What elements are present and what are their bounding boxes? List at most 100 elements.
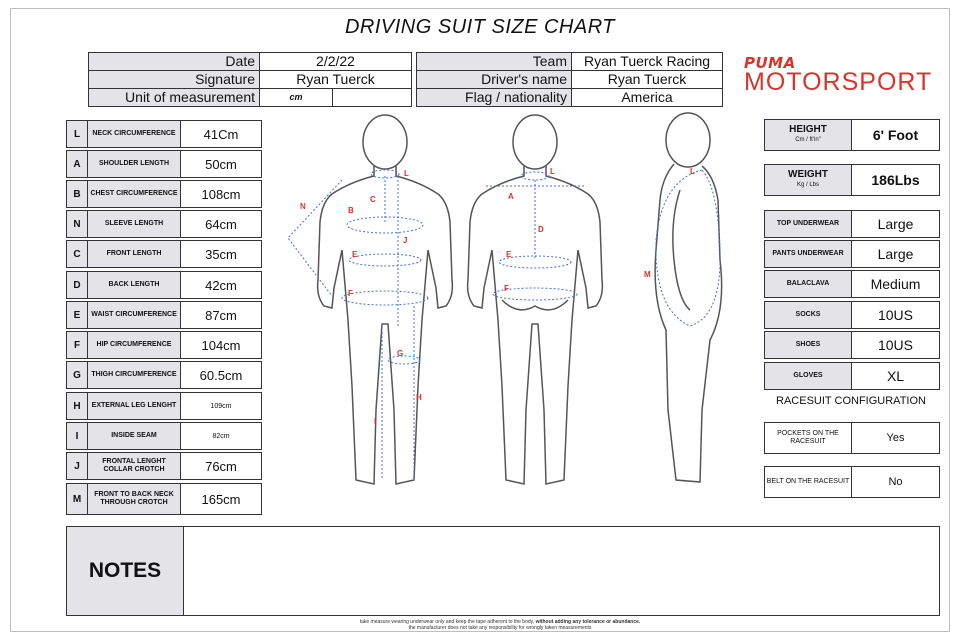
label-F-front: F [348, 289, 353, 298]
top-underwear-label: TOP UNDERWEAR [765, 211, 852, 237]
measure-name: FRONTAL LENGHT COLLAR CROTCH [88, 453, 181, 479]
measure-value: 109cm [210, 402, 232, 410]
shoes-row: SHOES 10US [764, 331, 940, 359]
measure-code: F [67, 332, 88, 358]
socks-row: SOCKS 10US [764, 301, 940, 329]
measure-code: C [67, 241, 88, 267]
top-underwear-value: Large [877, 216, 914, 232]
weight-label-cell: WEIGHT Kg / Lbs [765, 165, 852, 195]
weight-value: 186Lbs [871, 172, 920, 188]
body-figures: L N B C J E F G H I L A D E F L M [287, 112, 723, 485]
measure-value: 87cm [205, 307, 237, 323]
unit-value: cm [259, 88, 333, 107]
label-G: G [397, 349, 403, 358]
unit-extra [332, 88, 412, 107]
flag-value: America [571, 88, 723, 107]
measure-name: BACK LENGTH [88, 272, 181, 298]
measure-name: WAIST CIRCUMFERENCE [88, 302, 181, 328]
shoes-label: SHOES [765, 332, 852, 358]
label-E-back: E [506, 250, 512, 259]
measure-code: J [67, 453, 88, 479]
measure-code: A [67, 151, 88, 177]
front-measure-lines [287, 169, 429, 480]
measure-code: D [67, 272, 88, 298]
measure-value: 104cm [201, 337, 241, 353]
label-H: H [416, 393, 422, 402]
footer-disclaimer: take measure wearing underwear only and … [200, 619, 800, 631]
racesuit-config-title: RACESUIT CONFIGURATION [776, 395, 926, 407]
label-D: D [538, 225, 544, 234]
measure-value: 42cm [205, 277, 237, 293]
date-value: 2/2/22 [259, 52, 412, 71]
measure-value: 64cm [205, 216, 237, 232]
front-figure [316, 114, 454, 485]
label-L-side: L [690, 167, 695, 176]
top-underwear-row: TOP UNDERWEAR Large [764, 210, 940, 238]
measure-value: 108cm [201, 186, 241, 202]
measure-code: G [67, 362, 88, 388]
measure-name: HIP CIRCUMFERENCE [88, 332, 181, 358]
flag-label: Flag / nationality [416, 88, 572, 107]
measure-name: THIGH CIRCUMFERENCE [88, 362, 181, 388]
label-A: A [508, 192, 514, 201]
pockets-value: Yes [886, 432, 905, 444]
header-right-table: Team Ryan Tuerck Racing Driver's name Ry… [416, 52, 723, 107]
belt-label: BELT ON THE RACESUIT [765, 467, 852, 497]
notes-field[interactable] [184, 527, 939, 615]
puma-wordmark: PUMA [744, 54, 796, 72]
balaclava-value: Medium [870, 276, 921, 292]
label-F-back: F [504, 284, 509, 293]
measure-name: EXTERNAL LEG LENGHT [88, 393, 181, 419]
unit-label: Unit of measurement [88, 88, 260, 107]
motorsport-wordmark: MOTORSPORT [744, 68, 933, 96]
measure-name: FRONT LENGTH [88, 241, 181, 267]
measure-name: FRONT TO BACK NECK THROUGH CROTCH [88, 484, 181, 514]
measure-value: 60.5cm [199, 367, 243, 383]
measure-code: B [67, 181, 88, 207]
measure-value: 50cm [205, 156, 237, 172]
label-I: I [374, 417, 376, 426]
figure-letter-labels: L N B C J E F G H I L A D E F L M [300, 167, 695, 426]
header-left-table: Date 2/2/22 Signature Ryan Tuerck Unit o… [88, 52, 412, 107]
footer-line1: take measure wearing underwear only and … [359, 619, 536, 625]
measure-code: I [67, 423, 88, 449]
measure-code: M [67, 484, 88, 514]
label-C: C [370, 195, 376, 204]
notes-box: NOTES [66, 526, 940, 616]
gloves-label: GLOVES [765, 363, 852, 389]
side-measure-lines [655, 169, 721, 327]
height-row: HEIGHT Cm / ft'in" 6' Foot [764, 119, 940, 151]
team-value: Ryan Tuerck Racing [571, 52, 723, 71]
label-E-front: E [352, 250, 358, 259]
socks-label: SOCKS [765, 302, 852, 328]
height-unit: Cm / ft'in" [795, 137, 821, 143]
measure-code: H [67, 393, 88, 419]
footer-line2: the manufacturer does not take any respo… [408, 625, 592, 631]
pants-underwear-label: PANTS UNDERWEAR [765, 241, 852, 267]
label-B: B [348, 206, 354, 215]
label-M: M [644, 270, 651, 279]
footer-line1-bold: without adding any tolerance or abundanc… [535, 619, 641, 625]
shoes-value: 10US [877, 337, 914, 353]
measure-name: INSIDE SEAM [88, 423, 181, 449]
signature-label: Signature [88, 70, 260, 89]
measure-code: N [67, 211, 88, 237]
driver-label: Driver's name [416, 70, 572, 89]
socks-value: 10US [877, 307, 914, 323]
measure-value: 35cm [205, 246, 237, 262]
label-L-front: L [404, 169, 409, 178]
